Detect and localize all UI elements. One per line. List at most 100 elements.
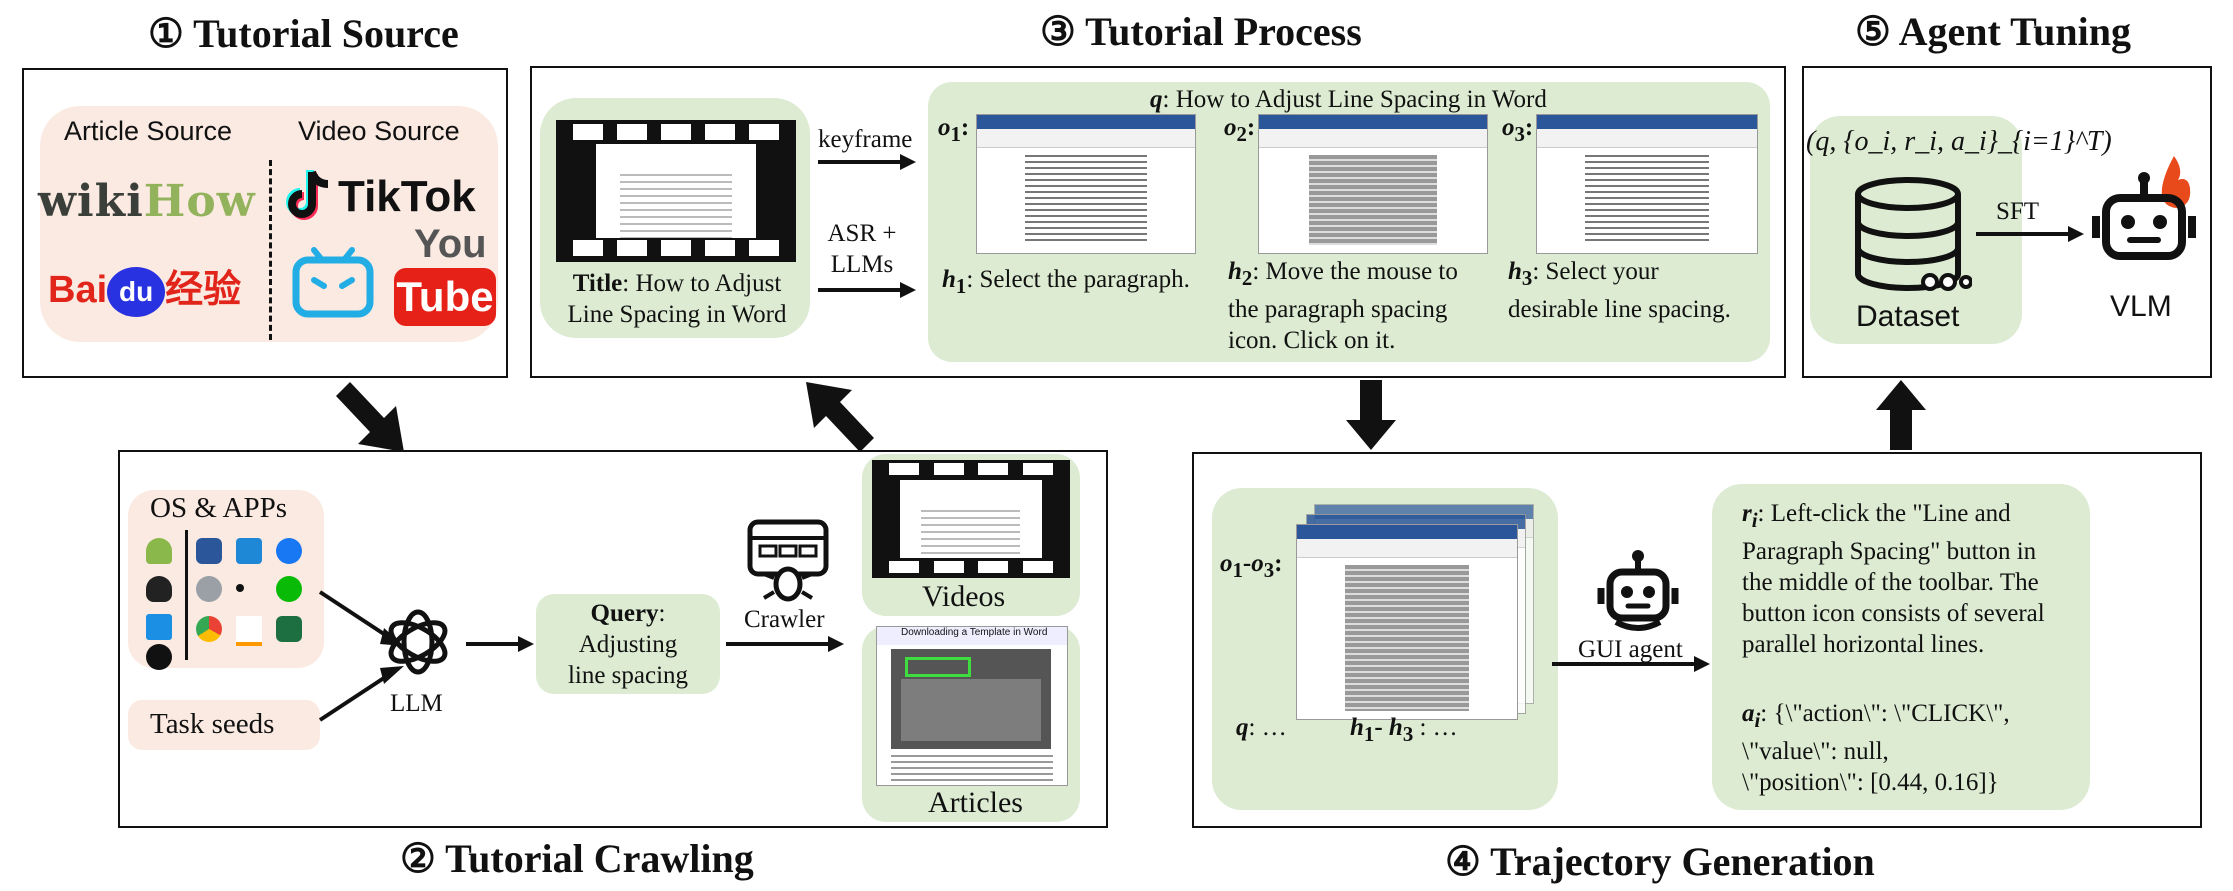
title-bold-label: Title (572, 270, 623, 297)
asr-llms-label: ASR +LLMs (812, 218, 912, 280)
tutorial-process-panel (530, 66, 1786, 378)
query-card (536, 594, 720, 694)
keyframe-o1 (976, 114, 1196, 254)
h-range-placeholder: h1- h3 : … (1350, 714, 1458, 746)
app-icons-grid (140, 534, 320, 670)
llm-label: LLM (390, 690, 443, 717)
chrome-icon (196, 616, 222, 642)
gui-agent-robot-icon (1596, 548, 1680, 632)
settings-icon (196, 576, 222, 602)
section-title-tutorial-process: ③ Tutorial Process (1040, 9, 1362, 54)
trajectory-generation-panel (1192, 452, 2202, 828)
arrow-source-to-crawling (332, 380, 412, 455)
filmstrip-document-thumbnail (596, 144, 756, 238)
windows-icon (146, 614, 172, 640)
tiktok-icon (284, 168, 334, 224)
training-tuple-formula: (q, {o_i, r_i, a_i}_{i=1}^T) (1806, 126, 2112, 157)
baidu-logo-part-a: Bai (48, 269, 108, 311)
q-placeholder: q: … (1236, 714, 1287, 741)
arrow-seeds-to-llm (318, 662, 408, 722)
arrow-process-to-trajectory (1346, 380, 1396, 450)
section-title-agent-tuning: ⑤ Agent Tuning (1855, 9, 2131, 54)
youtube-wordmark-you: You (414, 222, 487, 266)
wikihow-logo-part-b: How (143, 176, 256, 227)
articles-label: Articles (928, 786, 1023, 819)
o-range-label: o1-o3: (1220, 550, 1283, 582)
videos-document-thumbnail (900, 480, 1042, 558)
linux-icon (146, 576, 172, 602)
reasoning-text: ri: Left-click the "Line and Paragraph S… (1742, 500, 2045, 658)
source-divider (269, 160, 272, 340)
arrow-keyframe (818, 152, 918, 172)
task-seeds-card (128, 700, 320, 750)
action-text: ai: {\"action\": \"CLICK\", \"value\": n… (1742, 700, 2010, 796)
asr-label: ASR + (827, 220, 897, 247)
youtube-wordmark-tube: Tube (394, 268, 496, 326)
arrow-sft (1976, 224, 2086, 244)
sft-label: SFT (1996, 198, 2040, 225)
title-text-line2: Line Spacing in Word (567, 301, 787, 328)
tutorial-crawling-panel (118, 450, 1108, 828)
database-icon (1852, 176, 1973, 302)
os-apps-divider (185, 530, 188, 660)
android-icon (146, 538, 172, 564)
video-source-label: Video Source (298, 116, 460, 146)
baidu-logo-part-b: du (119, 275, 154, 307)
excel-icon (276, 616, 302, 642)
dataset-label: Dataset (1856, 300, 1960, 333)
apple-icon (146, 644, 172, 670)
tiktok-wordmark: TikTok (338, 172, 476, 221)
arrow-crawling-to-process (798, 380, 878, 455)
arrow-llm-to-query (466, 634, 536, 654)
filmstrip-frame (556, 120, 796, 262)
arrow-trajectory-to-tuning (1876, 380, 1926, 450)
wikihow-logo-part-a: wiki (38, 176, 144, 227)
keyframe-o3 (1536, 114, 1758, 254)
trajectory-output-card (1712, 484, 2090, 810)
query-text: : How to Adjust Line Spacing in Word (1162, 86, 1547, 113)
dataset-card (1810, 116, 2022, 344)
vlm-robot-icon (2092, 152, 2202, 282)
h1-step-text: h1: Select the paragraph. (942, 266, 1190, 298)
section-title-trajectory-generation: ④ Trajectory Generation (1445, 839, 1875, 884)
videos-filmstrip (872, 460, 1070, 578)
tutorial-source-panel (22, 68, 508, 378)
llm-openai-icon (378, 600, 458, 684)
article-heading: Downloading a Template in Word (877, 627, 1067, 645)
query-line: q: How to Adjust Line Spacing in Word (1150, 84, 1547, 115)
o3-label: o3: (1502, 114, 1534, 146)
article-source-label: Article Source (64, 116, 233, 146)
baidu-logo-part-c: 经验 (165, 269, 242, 311)
article-screenshot: Downloading a Template in Word (876, 626, 1068, 786)
query-bold-label: Query (590, 600, 659, 627)
title-text-line1: : How to Adjust (622, 270, 782, 297)
o1-label: o1: (938, 114, 970, 146)
videos-label: Videos (922, 580, 1006, 613)
arrow-query-to-crawler (726, 634, 846, 654)
section-title-tutorial-crawling: ② Tutorial Crawling (400, 836, 754, 881)
amazon-icon (236, 616, 262, 646)
keyframe-o2 (1258, 114, 1488, 254)
crawler-bug-icon (746, 518, 830, 602)
arrow-asr (818, 280, 918, 300)
task-seeds-label: Task seeds (150, 708, 275, 740)
bilibili-icon (290, 246, 376, 318)
wechat-icon (276, 576, 302, 602)
arrow-gui-agent (1552, 654, 1712, 674)
vlm-label: VLM (2110, 290, 2172, 323)
crawler-label: Crawler (744, 606, 825, 633)
facebook-icon (276, 538, 302, 564)
baidu-paw-icon: du (107, 266, 166, 317)
vscode-icon (236, 538, 262, 564)
article-embedded-screenshot (891, 649, 1051, 749)
section-title-tutorial-source: ① Tutorial Source (148, 11, 459, 56)
o2-label: o2: (1224, 114, 1256, 146)
keyframe-label: keyframe (818, 126, 913, 153)
os-apps-label: OS & APPs (150, 492, 288, 524)
tiktok-small-icon (236, 584, 244, 592)
agent-tuning-panel (1802, 66, 2212, 378)
